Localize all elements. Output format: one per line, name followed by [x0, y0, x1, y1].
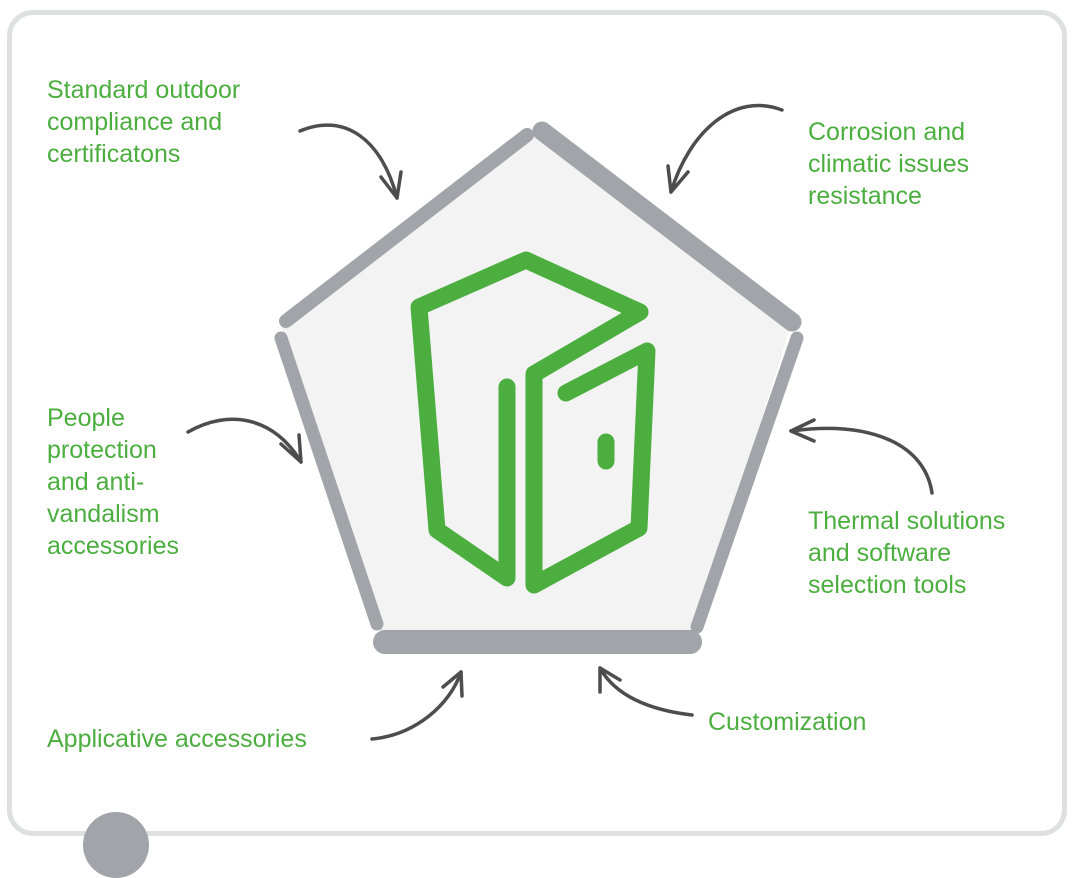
- pentagon-side-left: [274, 331, 384, 631]
- label-customization: Customization: [708, 708, 867, 736]
- pentagon-side-right: [690, 331, 804, 634]
- arrow-thermal: [789, 418, 934, 495]
- arrow-corrosion: [666, 103, 784, 194]
- pentagon-side-top-right: [532, 121, 802, 332]
- pentagon-diagram: [186, 103, 934, 741]
- arrow-applicative: [370, 670, 464, 741]
- arrow-people: [186, 417, 303, 464]
- arrow-customization: [598, 666, 694, 717]
- label-corrosion-resistance: Corrosion and climatic issues resistance: [808, 118, 970, 210]
- label-people-protection: People protection and anti- vandalism ac…: [47, 404, 179, 560]
- pentagon-side-top-left: [279, 128, 534, 328]
- arrow-standard: [298, 123, 403, 200]
- label-applicative-accessories: Applicative accessories: [47, 725, 307, 753]
- enclosure-cabinet-icon: [410, 251, 656, 594]
- label-thermal-solutions: Thermal solutions and software selection…: [808, 507, 1006, 599]
- label-standard-compliance: Standard outdoor compliance and certific…: [47, 76, 241, 168]
